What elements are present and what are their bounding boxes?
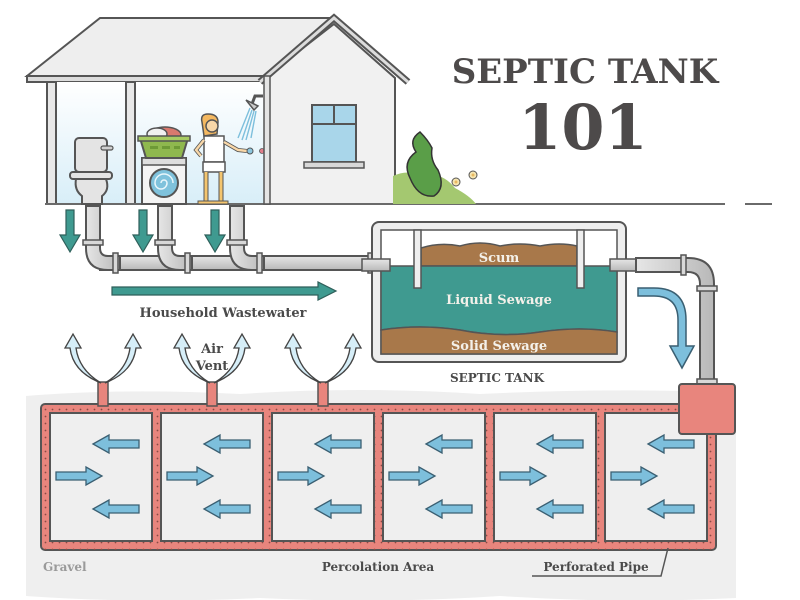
flow-arrow-right-icon xyxy=(55,465,104,487)
air-flow-arrow-icon xyxy=(63,332,102,384)
flow-arrow-left-icon xyxy=(202,433,251,455)
vent-pipe xyxy=(317,381,329,407)
flower-icon xyxy=(451,177,461,187)
drain-arrow-icon xyxy=(131,209,155,254)
air-flow-arrow-icon xyxy=(213,332,252,384)
scum-layer xyxy=(420,242,578,267)
house xyxy=(24,13,772,205)
septic-tank-label: SEPTIC TANK xyxy=(450,371,545,385)
house-wall-edge xyxy=(263,75,271,205)
percolation-cell xyxy=(160,412,264,542)
percolation-cell xyxy=(382,412,486,542)
tank-layer-liquid-label: Liquid Sewage xyxy=(446,293,552,308)
title-line-1: SEPTIC TANK xyxy=(452,52,720,92)
flow-arrow-right-icon xyxy=(499,465,548,487)
percolation-cell xyxy=(49,412,153,542)
porch-roof-edge xyxy=(26,75,266,83)
tank-layer-solid-label: Solid Sewage xyxy=(451,339,547,354)
flow-arrow-left-icon xyxy=(91,433,140,455)
air-flow-arrow-icon xyxy=(172,332,211,384)
septic-tank xyxy=(361,221,639,363)
percolation-cell xyxy=(271,412,375,542)
air-vents xyxy=(63,332,363,407)
air-vent xyxy=(283,332,363,407)
air-vent xyxy=(172,332,252,407)
flow-arrow-right-icon xyxy=(166,465,215,487)
flow-arrow-left-icon xyxy=(91,498,140,520)
drain-pipes xyxy=(82,205,381,274)
perforated-pipe-label: Perforated Pipe xyxy=(543,560,649,574)
air-flow-arrow-icon xyxy=(283,332,322,384)
laundry-basket-icon xyxy=(137,126,191,159)
perforated-pipe-network xyxy=(40,403,717,551)
flow-arrow-left-icon xyxy=(424,433,473,455)
flow-arrow-left-icon xyxy=(202,498,251,520)
gravel-label: Gravel xyxy=(43,560,87,574)
person-showering-icon xyxy=(193,113,265,205)
air-flow-arrow-icon xyxy=(324,332,363,384)
flower-icon xyxy=(468,170,478,180)
household-wastewater-label: Household Wastewater xyxy=(140,306,307,321)
flow-arrow-left-icon xyxy=(535,498,584,520)
shrub-icon xyxy=(393,131,478,204)
solid-sewage-layer xyxy=(380,326,618,355)
flow-arrow-left-icon xyxy=(646,498,695,520)
drain-arrow-icon xyxy=(58,209,82,254)
outlet-baffle xyxy=(576,229,585,289)
air-vent-label-line-2: Vent xyxy=(195,359,229,374)
vent-pipe xyxy=(206,381,218,407)
flow-arrow-right-icon xyxy=(610,465,659,487)
inlet-baffle xyxy=(413,229,422,289)
outlet-pipe xyxy=(635,254,718,385)
air-vent-label-line-1: Air xyxy=(200,342,223,357)
toilet-icon xyxy=(69,137,114,205)
air-vent xyxy=(63,332,143,407)
title-line-2: 101 xyxy=(518,91,647,164)
flow-arrow-left-icon xyxy=(535,433,584,455)
outflow-arrow-icon xyxy=(637,287,696,370)
flow-arrow-left-icon xyxy=(424,498,473,520)
window xyxy=(303,104,365,169)
drain-arrow-icon xyxy=(203,209,227,254)
percolation-cell xyxy=(493,412,597,542)
vent-pipe xyxy=(97,381,109,407)
wastewater-flow-arrow xyxy=(111,281,338,301)
percolation-area-label: Percolation Area xyxy=(322,560,435,574)
tank-layer-scum-label: Scum xyxy=(479,251,520,266)
washing-machine-icon xyxy=(141,157,187,205)
perforated-pipe-pointer xyxy=(532,547,669,577)
flow-arrow-left-icon xyxy=(313,433,362,455)
porch-post xyxy=(125,81,136,205)
porch-post xyxy=(46,81,57,205)
air-flow-arrow-icon xyxy=(104,332,143,384)
shower-head-icon xyxy=(237,94,263,141)
distribution-box xyxy=(678,383,736,435)
flow-arrow-left-icon xyxy=(313,498,362,520)
flow-arrow-left-icon xyxy=(646,433,695,455)
flow-arrow-right-icon xyxy=(388,465,437,487)
flow-arrow-right-icon xyxy=(277,465,326,487)
